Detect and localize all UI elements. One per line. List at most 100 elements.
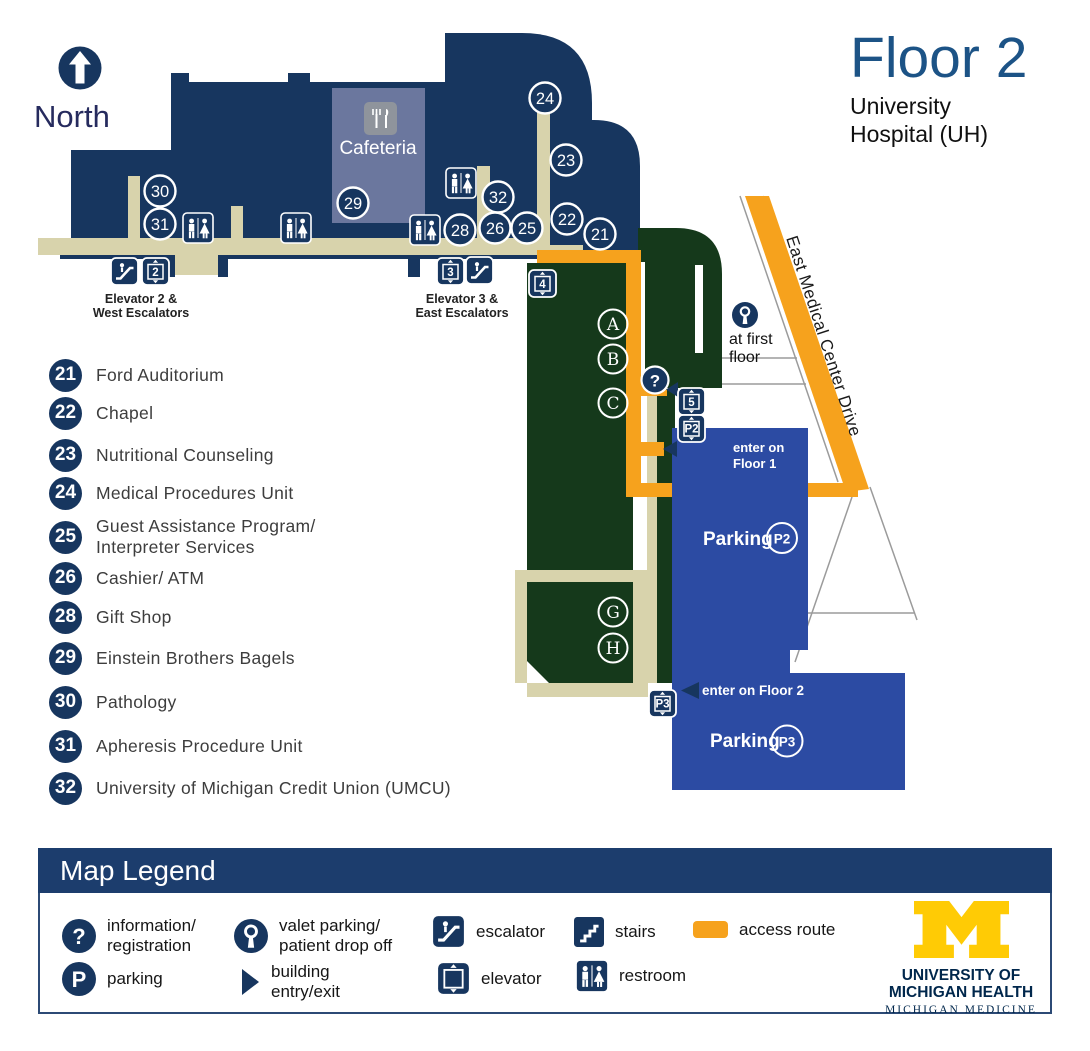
legend-title: Map Legend (60, 854, 216, 886)
elevator2-caption-line2: West Escalators (93, 306, 189, 320)
legend-label: parking (107, 969, 163, 989)
marker-badge: 26 (49, 561, 82, 595)
directory-label: Apheresis Procedure Unit (96, 735, 303, 756)
directory-label: Gift Shop (96, 606, 172, 627)
page-title-block: Floor 2 University Hospital (UH) (850, 26, 1028, 148)
legend-item-elevator: elevator (437, 962, 541, 995)
valet-note-line2: floor (729, 349, 761, 366)
enter-floor2-label: enter on Floor 2 (702, 683, 804, 698)
svg-text:23: 23 (557, 152, 575, 170)
directory-label: Pathology (96, 691, 177, 712)
svg-text:29: 29 (344, 195, 362, 213)
directory-label: Cashier/ ATM (96, 567, 205, 588)
page-title: Floor 2 (850, 26, 1028, 90)
directory-item-32: 32 University of Michigan Credit Union (… (49, 771, 451, 805)
legend-item-access-route: access route (693, 920, 835, 940)
cafeteria-label: Cafeteria (339, 138, 417, 159)
location-markers: 24 23 22 21 25 26 28 32 29 30 31 (143, 81, 617, 251)
enter-floor1-line1: enter on (733, 440, 784, 455)
svg-text:21: 21 (591, 226, 609, 244)
entry-arrow-icon (242, 968, 259, 995)
svg-text:A: A (606, 315, 620, 335)
elevator-icon (437, 962, 470, 995)
elevator-2-number: 2 (152, 267, 158, 279)
svg-text:P: P (72, 967, 87, 992)
marker-badge: 30 (49, 685, 82, 719)
legend-item-information: ? information/registration (62, 916, 196, 955)
parking-p2-badge-text: P2 (774, 532, 791, 547)
subtitle-line1: University (850, 92, 951, 119)
directory-label-line1: Guest Assistance Program/ (96, 515, 316, 536)
page-subtitle: University Hospital (UH) (850, 92, 1027, 148)
directory-label: Nutritional Counseling (96, 444, 274, 465)
elevator-4-number: 4 (539, 279, 546, 291)
marker-badge: 24 (49, 476, 82, 510)
legend-label: information/registration (107, 916, 196, 955)
map-legend-panel: Map Legend ? information/registration va… (38, 848, 1052, 1016)
marker-badge: 31 (49, 729, 82, 763)
elevator2-caption-line1: Elevator 2 & (105, 292, 177, 306)
elevator-3-number: 3 (447, 267, 453, 279)
svg-text:B: B (607, 350, 620, 370)
entry-arrow-icon (666, 382, 678, 397)
legend-label: elevator (481, 968, 542, 988)
svg-text:25: 25 (518, 220, 536, 238)
legend-item-valet: valet parking/patient drop off (234, 916, 392, 955)
directory-label: University of Michigan Credit Union (UMC… (96, 777, 451, 798)
svg-text:?: ? (72, 924, 85, 949)
east-medical-center-drive-road (745, 196, 869, 492)
svg-text:26: 26 (486, 220, 504, 238)
svg-text:H: H (606, 639, 621, 659)
restroom-icon (409, 214, 441, 246)
legend-label: access route (739, 920, 836, 939)
block-m-icon (913, 901, 1009, 958)
svg-text:22: 22 (558, 211, 576, 229)
elevator3-caption-line2: East Escalators (415, 306, 508, 320)
legend-item-parking: P parking (62, 962, 163, 996)
logo-subtext: MICHIGAN MEDICINE (885, 1003, 1037, 1016)
directory-label: Chapel (96, 402, 154, 423)
elevator-p3-number: P3 (655, 699, 669, 711)
parking-p3-badge-text: P3 (779, 735, 796, 750)
svg-text:G: G (606, 603, 620, 623)
elevator-icons: 2 3 4 5 P2 P3 (141, 257, 706, 718)
svg-text:30: 30 (151, 183, 169, 201)
marker-badge: 23 (49, 438, 82, 472)
svg-text:28: 28 (451, 222, 469, 240)
marker-badge: 25 (49, 520, 82, 554)
marker-badge: 21 (49, 358, 82, 392)
directory-item-29: 29 Einstein Brothers Bagels (49, 641, 295, 675)
stairs-icon (574, 917, 604, 947)
legend-label: escalator (476, 921, 545, 941)
access-route-swatch (693, 921, 728, 939)
subtitle-line2: Hospital (UH) (850, 120, 989, 147)
entry-arrow-icon (663, 441, 677, 457)
information-icon-glyph: ? (650, 372, 660, 391)
north-label: North (34, 99, 110, 134)
legend-label: stairs (615, 922, 656, 942)
restroom-icon (576, 960, 608, 992)
parking-structures: Parking P2 Parking P3 enter on Floor 1 e… (672, 428, 905, 790)
legend-label: valet parking/patient drop off (279, 916, 393, 955)
marker-badge: 28 (49, 600, 82, 634)
valet-icon (730, 300, 760, 330)
enter-floor1-line2: Floor 1 (733, 456, 776, 471)
svg-text:32: 32 (489, 189, 507, 207)
cafeteria-icon (364, 102, 397, 135)
elevator-p2-number: P2 (684, 424, 698, 436)
marker-badge: 22 (49, 396, 82, 430)
marker-badge: 32 (49, 771, 82, 805)
legend-item-escalator: escalator (432, 915, 545, 948)
directory-label: Guest Assistance Program/ Interpreter Se… (96, 516, 316, 559)
parking-p2-badge (766, 522, 798, 554)
elevator-captions: Elevator 2 & West Escalators Elevator 3 … (93, 292, 509, 320)
valet-icon (234, 918, 268, 953)
legend-item-stairs: stairs (574, 917, 656, 947)
legend-header: Map Legend (38, 848, 1052, 893)
entry-arrow-icon (681, 682, 699, 699)
directory-item-25: 25 Guest Assistance Program/ Interpreter… (49, 515, 316, 559)
